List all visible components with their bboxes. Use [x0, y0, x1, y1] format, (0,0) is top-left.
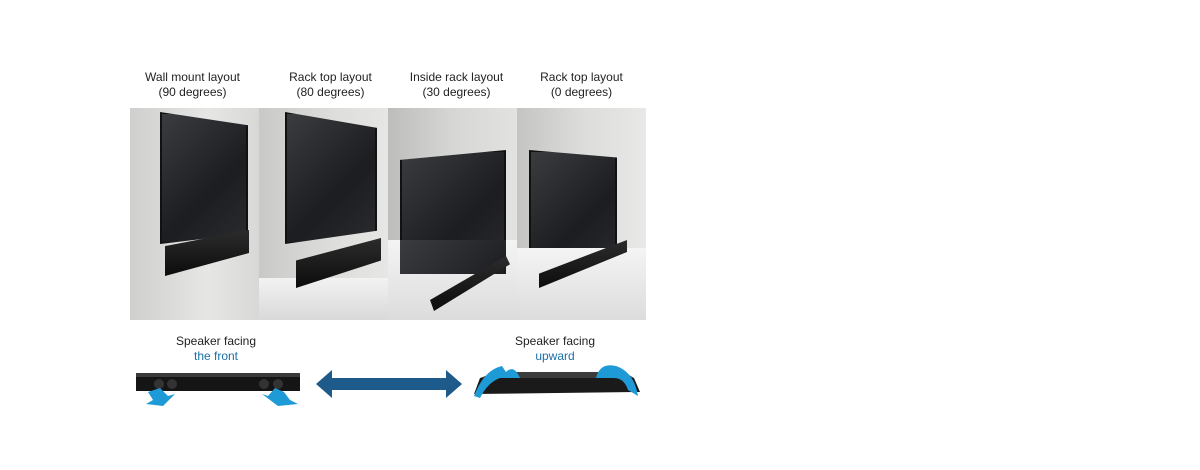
caption-inside-rack: Inside rack layout(30 degrees)	[392, 70, 521, 100]
caption-angle: (90 degrees)	[158, 85, 227, 99]
double-arrow-icon	[316, 370, 462, 398]
caption-angle: (80 degrees)	[296, 85, 365, 99]
arrow-up-left-icon	[474, 366, 520, 398]
photo-rack-top-0	[517, 108, 646, 320]
label-line2: upward	[535, 349, 575, 363]
soundbar-front-facing	[136, 373, 300, 406]
arrow-down-right-icon	[262, 388, 298, 406]
arrow-down-left-icon	[146, 388, 175, 406]
photo-wall-mount	[130, 108, 259, 320]
arrow-up-right-icon	[596, 365, 638, 396]
label-line1: Speaker facing	[175, 334, 257, 348]
caption-wall-mount: Wall mount layout(90 degrees)	[128, 70, 257, 100]
photo-inside-rack	[388, 108, 517, 320]
soundbar-upward-facing	[474, 365, 640, 398]
label-line1: Speaker facing	[514, 334, 596, 348]
caption-rack-top-0: Rack top layout(0 degrees)	[517, 70, 646, 100]
caption-angle: (0 degrees)	[550, 85, 613, 99]
caption-rack-top-80: Rack top layout(80 degrees)	[266, 70, 395, 100]
photo-rack-top-80	[259, 108, 388, 320]
caption-angle: (30 degrees)	[422, 85, 491, 99]
caption-title: Rack top layout	[289, 70, 372, 84]
caption-title: Rack top layout	[540, 70, 623, 84]
caption-title: Inside rack layout	[409, 70, 504, 84]
caption-title: Wall mount layout	[145, 70, 240, 84]
rack	[259, 278, 388, 320]
label-line2: the front	[193, 349, 239, 363]
